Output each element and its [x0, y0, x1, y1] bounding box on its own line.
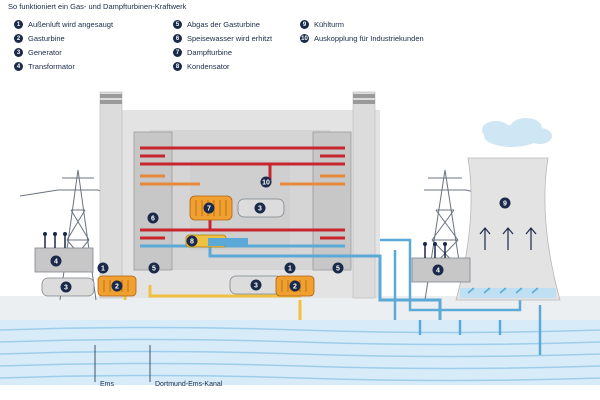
marker-3-middle: 3 — [250, 279, 262, 291]
marker-4-right: 4 — [432, 264, 444, 276]
marker-3-left: 3 — [60, 281, 72, 293]
steam-pipes — [140, 146, 442, 320]
transformer-left — [34, 232, 94, 273]
legend-label: Gasturbine — [28, 34, 65, 43]
legend-label: Außenluft wird angesaugt — [28, 20, 114, 29]
svg-text:4: 4 — [54, 259, 58, 266]
marker-1-right: 1 — [284, 262, 296, 274]
marker-3-steam: 3 — [254, 202, 266, 214]
svg-text:5: 5 — [152, 266, 156, 273]
legend-number: 8 — [173, 62, 182, 71]
svg-text:3: 3 — [258, 206, 262, 213]
chimney-left — [99, 91, 123, 299]
label-ems: Ems — [100, 381, 115, 388]
legend-item-2: 2 Gasturbine — [14, 34, 65, 43]
legend-item-9: 9 Kühlturm — [300, 20, 344, 29]
transformer-right — [411, 242, 471, 283]
marker-2-left: 2 — [111, 280, 123, 292]
svg-text:5: 5 — [336, 266, 340, 273]
legend-item-7: 7 Dampfturbine — [173, 48, 232, 57]
legend-number: 9 — [300, 20, 309, 29]
label-kanal: Dortmund-Ems-Kanal — [155, 381, 223, 388]
legend-item-4: 4 Transformator — [14, 62, 75, 71]
marker-5-right: 5 — [332, 262, 344, 274]
marker-1-left: 1 — [97, 262, 109, 274]
legend-item-5: 5 Abgas der Gasturbine — [173, 20, 260, 29]
legend-item-8: 8 Kondensator — [173, 62, 230, 71]
marker-8: 8 — [186, 235, 198, 247]
legend-label: Kühlturm — [314, 20, 345, 29]
chimney-right — [352, 91, 376, 299]
legend-number: 10 — [300, 34, 309, 43]
diagram-title: So funktioniert ein Gas- und Dampfturbin… — [8, 2, 187, 11]
legend-label: Auskopplung für Industriekunden — [314, 34, 424, 43]
legend-number: 5 — [173, 20, 182, 29]
svg-text:8: 8 — [190, 239, 194, 246]
legend-number: 1 — [14, 20, 23, 29]
legend-label: Kondensator — [187, 62, 230, 71]
legend-item-3: 3 Generator — [14, 48, 62, 57]
svg-text:7: 7 — [207, 206, 211, 213]
svg-text:1: 1 — [101, 266, 105, 273]
legend-label: Generator — [28, 48, 62, 57]
svg-text:6: 6 — [151, 216, 155, 223]
legend-label: Dampfturbine — [187, 48, 233, 57]
legend-label: Abgas der Gasturbine — [187, 20, 260, 29]
svg-text:3: 3 — [64, 285, 68, 292]
legend-item-6: 6 Speisewasser wird erhitzt — [173, 34, 272, 43]
cooling-pipes — [380, 238, 542, 355]
water-label-lines — [94, 345, 151, 382]
svg-text:2: 2 — [293, 284, 297, 291]
legend-number: 6 — [173, 34, 182, 43]
legend-item-10: 10 Auskopplung für Industriekunden — [300, 34, 424, 43]
legend-number: 3 — [14, 48, 23, 57]
svg-text:3: 3 — [254, 283, 258, 290]
svg-text:4: 4 — [436, 268, 440, 275]
svg-text:10: 10 — [262, 180, 270, 187]
marker-10: 10 — [260, 176, 272, 188]
water-body — [0, 320, 600, 385]
boiler-right — [312, 131, 352, 271]
cooling-tower — [455, 157, 561, 301]
marker-2-right: 2 — [289, 280, 301, 292]
marker-7: 7 — [203, 202, 215, 214]
legend-label: Speisewasser wird erhitzt — [187, 34, 273, 43]
marker-5-left: 5 — [148, 262, 160, 274]
svg-text:1: 1 — [288, 266, 292, 273]
legend-number: 7 — [173, 48, 182, 57]
legend-number: 4 — [14, 62, 23, 71]
svg-text:9: 9 — [503, 201, 507, 208]
legend-number: 2 — [14, 34, 23, 43]
marker-6: 6 — [147, 212, 159, 224]
boiler-left — [133, 131, 173, 271]
svg-text:2: 2 — [115, 284, 119, 291]
legend-label: Transformator — [28, 62, 75, 71]
marker-4-left: 4 — [50, 255, 62, 267]
steam-cloud — [482, 118, 552, 147]
marker-9: 9 — [499, 197, 511, 209]
legend-item-1: 1 Außenluft wird angesaugt — [14, 20, 113, 29]
